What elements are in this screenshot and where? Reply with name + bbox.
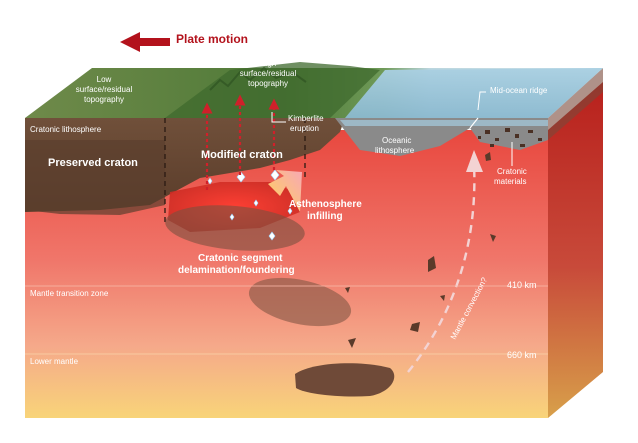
high-topo-label-2: surface/residual (240, 69, 297, 78)
cratonic-material-flecks (478, 128, 542, 147)
depth-660-label: 660 km (507, 350, 537, 360)
mid-ocean-ridge-label: Mid-ocean ridge (490, 86, 548, 95)
mantle-side-face (548, 82, 603, 418)
high-topo-label-3: topography (248, 79, 288, 88)
low-topo-label-2: surface/residual (76, 85, 133, 94)
kimberlite-arrows (201, 94, 280, 190)
mountain-relief (165, 62, 380, 118)
oceanic-lithosphere-label-2: lithosphere (375, 146, 415, 155)
asthenosphere-label-2: infilling (307, 211, 343, 222)
ridge-axis (469, 117, 479, 129)
kimberlite-label-2: eruption (290, 124, 319, 133)
modified-craton-label: Modified craton (201, 149, 283, 161)
delaminated-segment-lower (295, 363, 395, 397)
kimberlite-label-1: Kimberlite (288, 114, 324, 123)
lower-mantle-label: Lower mantle (30, 357, 79, 366)
plate-motion-arrow (120, 32, 170, 52)
cratonic-lithosphere-label: Cratonic lithosphere (30, 125, 102, 134)
depth-410-label: 410 km (507, 280, 537, 290)
oceanic-lithosphere-label-1: Oceanic (382, 136, 411, 145)
asthenosphere-infill-arrow (268, 170, 302, 212)
cratonic-fragments (345, 152, 496, 348)
cratonic-materials-label-1: Cratonic (497, 167, 527, 176)
low-topo-label-3: topography (84, 95, 124, 104)
delamination-label-2: delamination/foundering (178, 265, 295, 276)
ocean-water-strip (340, 120, 548, 126)
ridge-pointer (477, 91, 486, 111)
delaminated-segment-middle (248, 277, 352, 327)
ocean-surface (345, 68, 603, 118)
oceanic-lithosphere (335, 118, 548, 156)
delamination-label-1: Cratonic segment (198, 253, 283, 264)
plate-motion-title: Plate motion (176, 32, 248, 46)
mantle-convection-arrowhead (466, 150, 483, 172)
preserved-craton-label: Preserved craton (48, 157, 138, 169)
delaminating-segment-upper (165, 205, 305, 251)
low-topo-label-1: Low (97, 75, 112, 84)
preserved-craton-keel (25, 140, 165, 215)
mountain-ridges (209, 66, 307, 91)
mantle-transition-zone-label: Mantle transition zone (30, 289, 109, 298)
kimberlite-pointer (271, 112, 286, 123)
side-lithosphere-strip (548, 68, 603, 140)
asthenosphere-label-1: Asthenosphere (289, 199, 362, 210)
mantle-convection-arrow (407, 163, 476, 373)
high-topo-label-1: High (260, 59, 276, 68)
cratonic-materials-label-2: materials (494, 177, 526, 186)
